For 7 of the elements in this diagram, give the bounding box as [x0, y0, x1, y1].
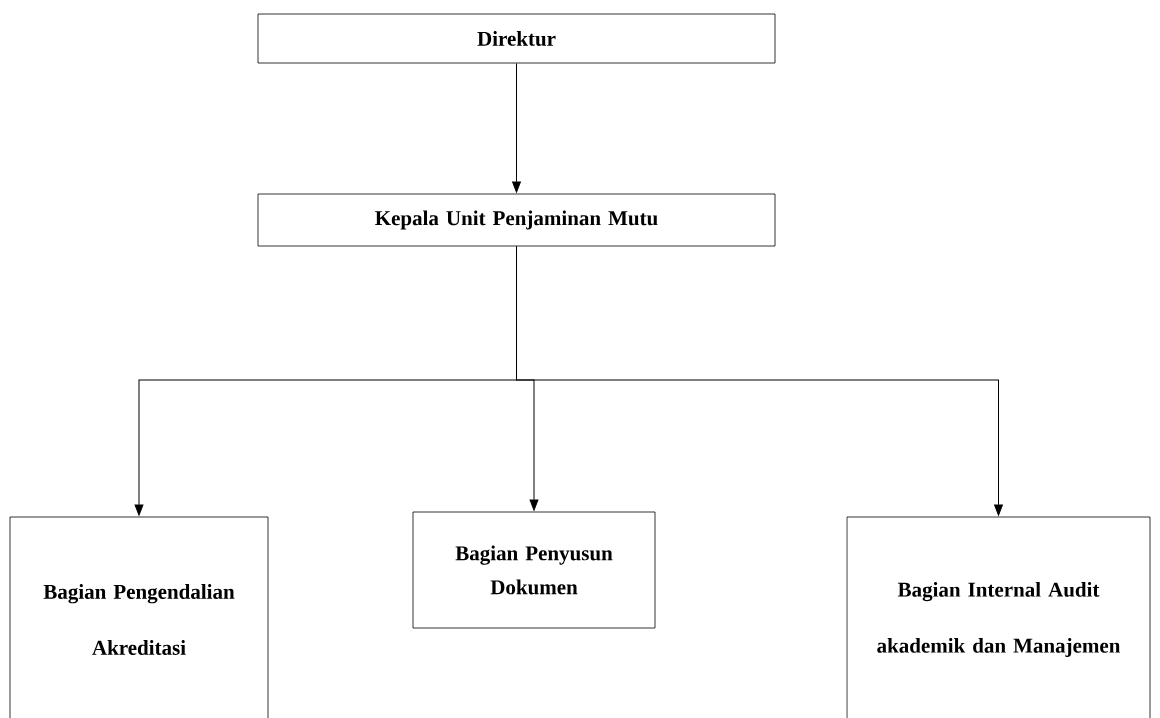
org-box: Bagian Pengendalian Akreditasi: [9, 516, 269, 718]
org-box: Bagian Internal Audit akademik dan Manajemen: [846, 516, 1151, 718]
org-box: Kepala Unit Penjaminan Mutu: [257, 193, 776, 247]
arrow: [512, 62, 521, 193]
org-box: Bagian Penyusun Dokumen: [412, 511, 656, 629]
arrow: [516, 245, 1003, 516]
org-box: Direktur: [257, 13, 776, 64]
